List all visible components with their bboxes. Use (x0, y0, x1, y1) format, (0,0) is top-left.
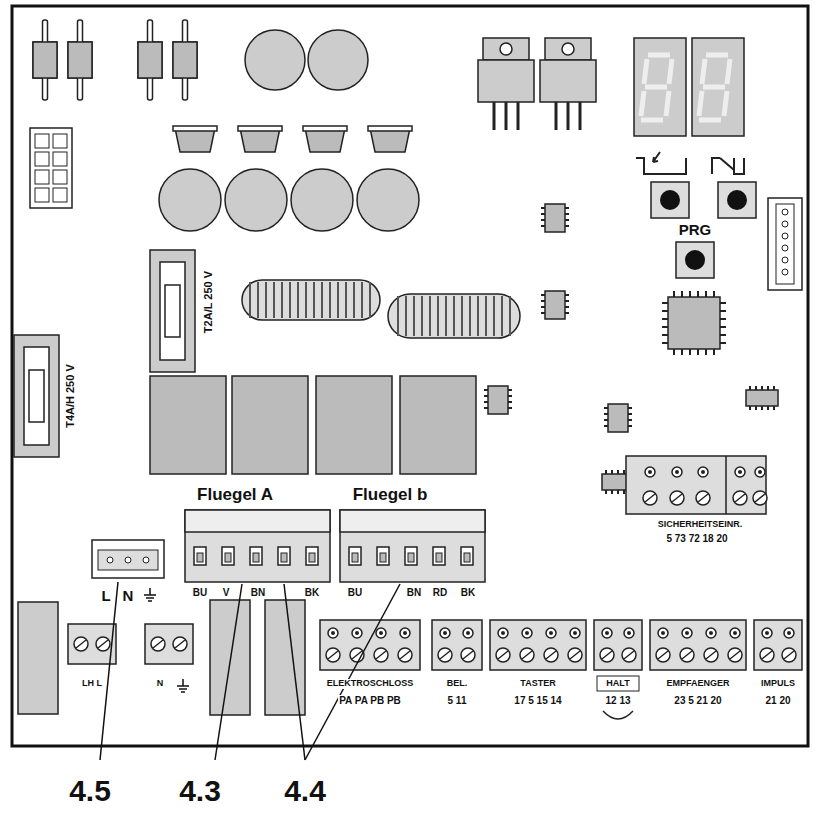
pin-name: N (156, 679, 165, 689)
button-label: PRG (678, 222, 713, 239)
wire-color: RD (432, 587, 448, 598)
pin-numbers: 5 73 72 18 20 (665, 533, 728, 544)
callout-number: 4.4 (283, 774, 327, 807)
wire-color: BU (192, 587, 208, 598)
pin-numbers: 21 20 (764, 695, 791, 706)
terminal-name: HALT (605, 679, 630, 689)
fuse-rating: T2A/L 250 V (202, 270, 214, 334)
pin-numbers: 23 5 21 20 (673, 695, 722, 706)
pin-numbers: PA PA PB PB (338, 695, 402, 706)
terminal-heading: Fluegel b (352, 486, 429, 505)
wire-color: BK (460, 587, 476, 598)
wire-color: V (222, 587, 231, 598)
callout-number: 4.3 (178, 774, 222, 807)
terminal-name: EMPFAENGER (665, 679, 730, 689)
wire-color: BK (304, 587, 320, 598)
pin-numbers: 5 11 (447, 695, 468, 706)
terminal-name: ELEKTROSCHLOSS (326, 679, 415, 689)
wire-color: BN (406, 587, 422, 598)
fuse-rating: T4A/H 250 V (64, 363, 76, 429)
terminal-name: SICHERHEITSEINR. (657, 520, 744, 530)
terminal-name: IMPULS (760, 679, 796, 689)
terminal-heading: Fluegel A (196, 486, 274, 505)
wire-color: BU (347, 587, 363, 598)
terminal-name: TASTER (519, 679, 556, 689)
pin-numbers: 12 13 (604, 695, 631, 706)
pin-numbers: 17 5 15 14 (513, 695, 562, 706)
mains-pin: L (100, 588, 111, 605)
callout-number: 4.5 (68, 774, 112, 807)
terminal-name: BEL. (446, 679, 469, 689)
wire-color: BN (250, 587, 266, 598)
pin-name: LH L (81, 679, 103, 689)
mains-pin: N (122, 588, 135, 605)
